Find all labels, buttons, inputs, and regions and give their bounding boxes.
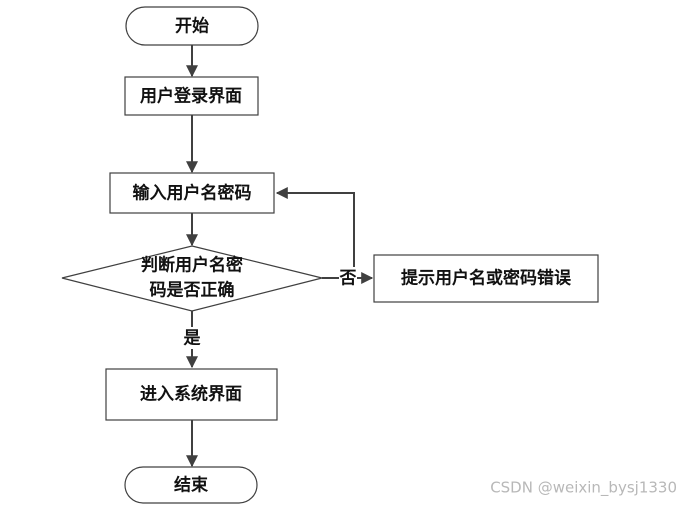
watermark-text: CSDN @weixin_bysj1330 — [490, 479, 677, 498]
yes-label-backing — [181, 327, 203, 349]
login-page-label: 用户登录界面 — [140, 86, 242, 107]
edge-error-loop-back — [275, 187, 355, 278]
input-credentials-node — [109, 172, 275, 214]
input-credentials-label: 输入用户名密码 — [133, 183, 252, 204]
end-node — [124, 466, 258, 504]
no-label-backing — [339, 267, 357, 289]
yes-edge-label: 是 — [184, 329, 201, 349]
end-label: 结束 — [174, 475, 208, 496]
start-node — [125, 6, 259, 46]
check-credentials-label-line2: 码是否正确 — [150, 280, 235, 301]
check-credentials-decision — [61, 245, 323, 312]
error-prompt-label: 提示用户名或密码错误 — [401, 268, 572, 289]
check-credentials-label-line1: 判断用户名密 — [141, 255, 243, 276]
no-edge-label: 否 — [339, 269, 357, 289]
enter-system-label: 进入系统界面 — [140, 384, 242, 405]
error-prompt-node — [373, 254, 599, 303]
enter-system-node — [105, 368, 278, 421]
start-label: 开始 — [175, 16, 209, 37]
login-page-node — [124, 76, 259, 116]
